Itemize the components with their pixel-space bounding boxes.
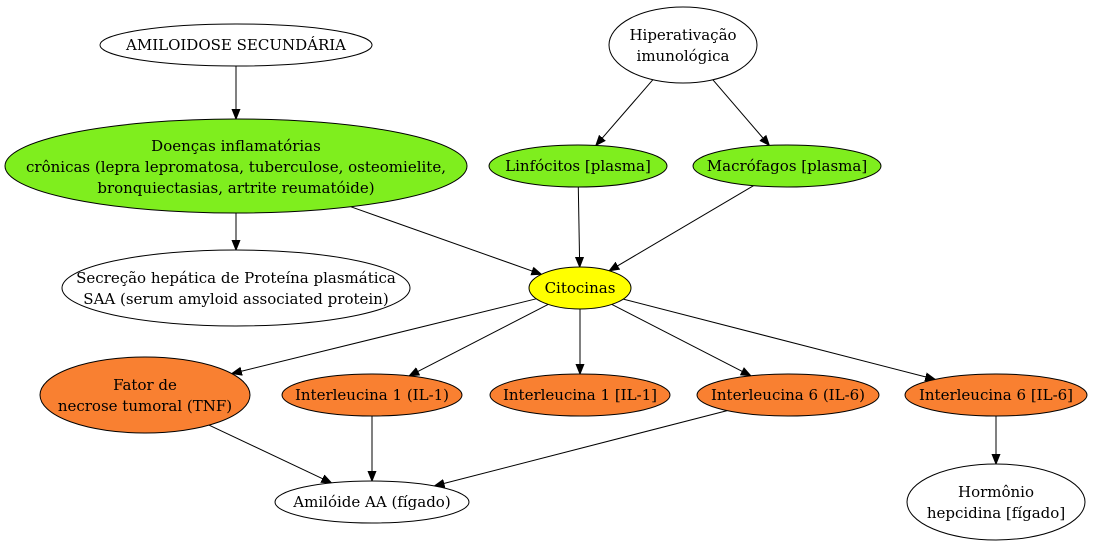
- node-secrecao-label-1: Secreção hepática de Proteína plasmática: [76, 269, 396, 287]
- edge-hiperativacao-to-macrofagos: [712, 79, 769, 146]
- node-linfocitos: Linfócitos [plasma]: [488, 144, 668, 188]
- node-hepcidina: Hormônio hepcidina [fígado]: [906, 463, 1086, 541]
- node-citocinas: Citocinas: [528, 266, 632, 310]
- node-secrecao-shape: [61, 249, 411, 327]
- node-il6a-shape: [696, 373, 880, 417]
- edge-doencas-to-citocinas: [350, 206, 541, 274]
- node-macrofagos: Macrófagos [plasma]: [692, 144, 882, 188]
- node-hiperativacao-label-2: imunológica: [637, 47, 730, 65]
- node-linfocitos-label: Linfócitos [plasma]: [505, 157, 651, 175]
- node-amiloidose-shape: [99, 23, 373, 67]
- node-il6b-label: Interleucina 6 [IL-6]: [919, 386, 1073, 404]
- node-amiloide-label: Amilóide AA (fígado): [292, 493, 450, 511]
- node-hepcidina-label-1: Hormônio: [958, 483, 1034, 501]
- node-il1b-shape: [489, 373, 671, 417]
- node-hepcidina-label-2: hepcidina [fígado]: [927, 504, 1065, 522]
- edge-citocinas-to-il6b: [623, 298, 935, 379]
- node-macrofagos-label: Macrófagos [plasma]: [707, 157, 867, 175]
- node-doencas-shape: [4, 118, 468, 214]
- node-amiloide-shape: [274, 480, 470, 524]
- node-hepcidina-shape: [906, 463, 1086, 541]
- node-tnf-label-1: Fator de: [113, 376, 177, 394]
- edge-il6a-to-amiloide: [435, 410, 728, 486]
- node-amiloide: Amilóide AA (fígado): [274, 480, 470, 524]
- edge-macrofagos-to-citocinas: [609, 185, 754, 271]
- node-tnf: Fator de necrose tumoral (TNF): [39, 356, 251, 434]
- node-doencas-label-2: crônicas (lepra lepromatosa, tuberculose…: [26, 158, 446, 176]
- node-doencas-label-3: bronquiectasias, artrite reumatóide): [97, 179, 374, 197]
- edge-linfocitos-to-citocinas: [578, 186, 579, 267]
- node-doencas-label-1: Doenças inflamatórias: [151, 137, 321, 155]
- edge-citocinas-to-tnf: [232, 298, 537, 374]
- node-doencas: Doenças inflamatórias crônicas (lepra le…: [4, 118, 468, 214]
- node-hiperativacao: Hiperativação imunológica: [608, 6, 758, 84]
- node-il6b-shape: [904, 373, 1088, 417]
- node-secrecao: Secreção hepática de Proteína plasmática…: [61, 249, 411, 327]
- node-citocinas-label: Citocinas: [545, 279, 616, 297]
- node-il1b: Interleucina 1 [IL-1]: [489, 373, 671, 417]
- node-il6a-label: Interleucina 6 (IL-6): [711, 386, 865, 404]
- node-amiloidose: AMILOIDOSE SECUNDÁRIA: [99, 23, 373, 67]
- node-il6b: Interleucina 6 [IL-6]: [904, 373, 1088, 417]
- node-citocinas-shape: [528, 266, 632, 310]
- node-linfocitos-shape: [488, 144, 668, 188]
- node-tnf-label-2: necrose tumoral (TNF): [58, 397, 232, 415]
- node-amiloidose-label: AMILOIDOSE SECUNDÁRIA: [125, 36, 346, 54]
- edges-layer: [208, 66, 996, 486]
- edge-citocinas-to-il1a: [409, 303, 549, 376]
- node-secrecao-label-2: SAA (serum amyloid associated protein): [83, 290, 388, 308]
- node-il6a: Interleucina 6 (IL-6): [696, 373, 880, 417]
- node-tnf-shape: [39, 356, 251, 434]
- nodes-layer: AMILOIDOSE SECUNDÁRIA Doenças inflamatór…: [4, 6, 1088, 541]
- edge-hiperativacao-to-linfocitos: [596, 79, 654, 146]
- node-il1a-label: Interleucina 1 (IL-1): [295, 386, 449, 404]
- edge-tnf-to-amiloide: [208, 424, 332, 483]
- node-hiperativacao-label-1: Hiperativação: [629, 26, 736, 44]
- node-hiperativacao-shape: [608, 6, 758, 84]
- node-il1b-label: Interleucina 1 [IL-1]: [503, 386, 657, 404]
- node-il1a-shape: [281, 373, 463, 417]
- node-macrofagos-shape: [692, 144, 882, 188]
- edge-citocinas-to-il6a: [611, 303, 751, 375]
- node-il1a: Interleucina 1 (IL-1): [281, 373, 463, 417]
